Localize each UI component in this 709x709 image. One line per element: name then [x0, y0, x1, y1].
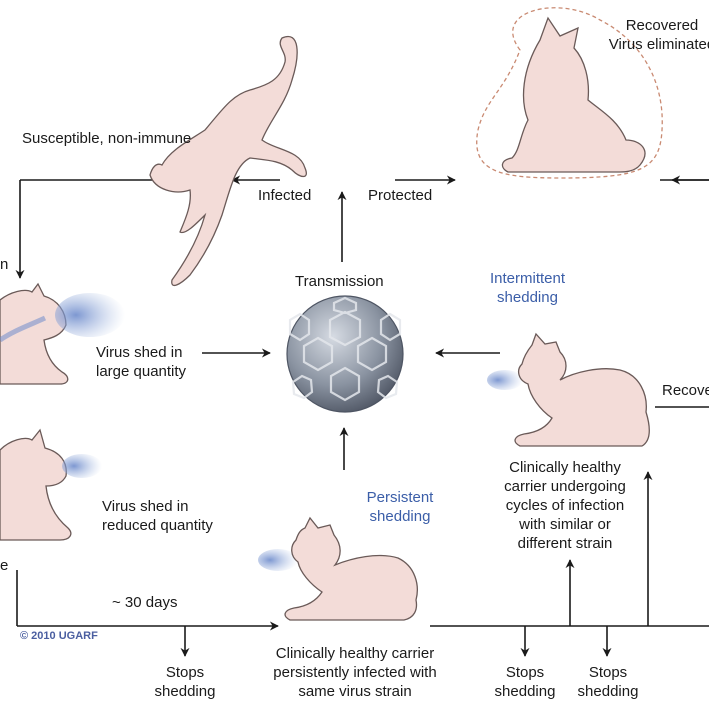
intermittent-carrier-caption: Clinically healthy carrier undergoing cy…	[504, 459, 626, 552]
susceptible-cat	[149, 35, 307, 287]
intermittent-shedding-label: Intermittent shedding	[489, 270, 566, 306]
persistent-shedding-label: Persistent shedding	[366, 489, 434, 525]
recovered-cat-body	[501, 16, 646, 173]
copyright-label: © 2010 UGARF	[20, 630, 98, 642]
infected-label: Infected	[258, 187, 312, 204]
virus-shed-large-label: Virus shed in large quantity	[96, 344, 187, 380]
persistent-carrier-caption: Clinically healthy carrier persistently …	[273, 645, 437, 700]
reduced-shedding-cat-body	[0, 428, 72, 541]
intermittent-carrier-cat-body	[514, 332, 650, 447]
large-shedding-cat	[0, 282, 125, 385]
recover-right-label: Recove	[662, 382, 709, 399]
virus-shed-reduced-label: Virus shed in reduced quantity	[102, 498, 213, 534]
intermittent-spray	[487, 370, 523, 390]
intermittent-carrier-cat	[487, 332, 650, 447]
large-spray-stream	[0, 315, 47, 343]
days-label: ~ 30 days	[112, 594, 178, 611]
recovered-halo	[476, 7, 663, 179]
stops-shedding-3: Stops shedding	[577, 664, 639, 700]
stops-shedding-1: Stops shedding	[154, 664, 216, 700]
persistent-spray	[258, 549, 298, 571]
susceptible-cat-body	[149, 35, 307, 287]
edge-e-label: e	[0, 557, 9, 574]
virus-capsid-icon	[286, 295, 404, 413]
recovered-cat	[476, 7, 663, 179]
protected-label: Protected	[368, 187, 433, 204]
reduced-spray-cloud	[62, 454, 102, 478]
edge-n-label: n	[0, 256, 9, 273]
arrows	[15, 175, 709, 657]
large-spray-cloud	[55, 293, 125, 337]
large-shedding-cat-body	[0, 282, 69, 385]
persistent-carrier-cat	[258, 516, 418, 621]
stops-shedding-2: Stops shedding	[494, 664, 556, 700]
susceptible-label: Susceptible, non-immune	[22, 130, 192, 147]
persistent-carrier-cat-body	[284, 516, 418, 621]
transmission-label: Transmission	[295, 273, 384, 290]
reduced-shedding-cat	[0, 428, 102, 541]
recovered-label: Recovered Virus eliminated	[608, 17, 709, 53]
